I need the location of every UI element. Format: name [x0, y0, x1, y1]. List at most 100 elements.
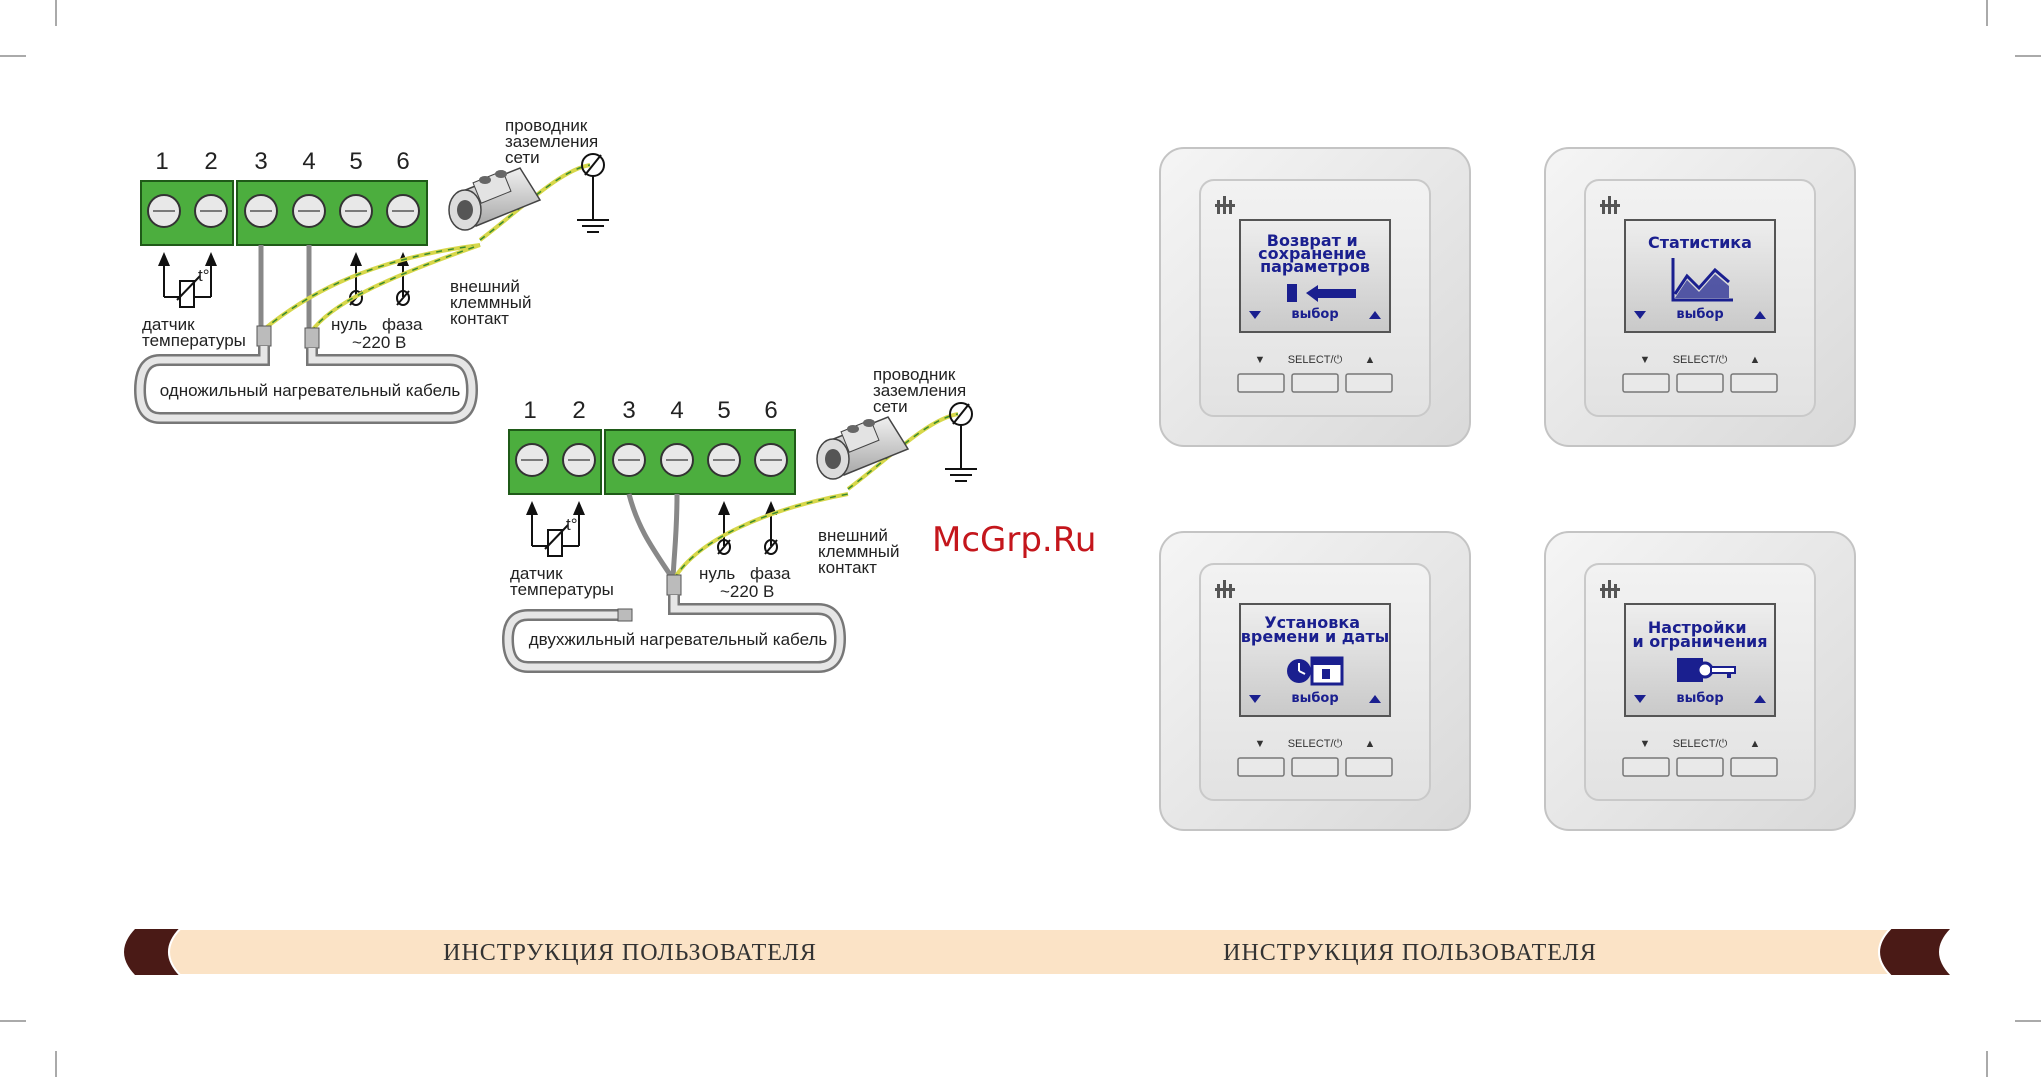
watermark: McGrp.Ru	[932, 520, 1096, 560]
external-contact-label-line: внешний	[450, 277, 520, 296]
screen-title: Статистика	[1648, 233, 1752, 252]
neutral-label: нуль	[331, 315, 367, 334]
screen-down-arrow	[1249, 695, 1261, 703]
terminal-number: 2	[572, 397, 585, 424]
screen-title-line: Установка	[1264, 613, 1360, 632]
down-button[interactable]	[1237, 373, 1285, 393]
t-symbol: t°	[566, 515, 578, 534]
up-button-label: ▲	[1750, 738, 1761, 750]
screen-title-line: Настройки	[1648, 618, 1747, 637]
ground-wire-label-line: сети	[873, 397, 908, 416]
down-button-label: ▼	[1255, 354, 1266, 366]
footer-band: ИНСТРУКЦИЯ ПОЛЬЗОВАТЕЛЯ ИНСТРУКЦИЯ ПОЛЬЗ…	[124, 928, 1950, 976]
cable-label: одножильный нагревательный кабель	[160, 381, 461, 400]
select-button-label: SELECT/⏻	[1673, 354, 1728, 366]
down-button[interactable]	[1622, 373, 1670, 393]
external-contact-label-line: контакт	[818, 558, 877, 577]
sensor-label: датчик температуры	[142, 315, 246, 350]
select-button-label: SELECT/⏻	[1288, 738, 1343, 750]
down-button-label: ▼	[1640, 354, 1651, 366]
up-button[interactable]	[1345, 373, 1393, 393]
ground-wire-label-line: проводник	[505, 116, 588, 135]
terminal-number: 1	[523, 397, 536, 424]
up-button-label: ▲	[1365, 738, 1376, 750]
select-button-label: SELECT/⏻	[1288, 354, 1343, 366]
screen-title-line: и ограничения	[1632, 632, 1767, 651]
terminal-number: 6	[764, 397, 777, 424]
exit-icon	[1287, 284, 1356, 302]
thermostat-device-3: Установка времени и даты выбор ▼ SELECT/…	[1159, 531, 1471, 831]
ground-icon	[945, 402, 977, 482]
ground-connector	[448, 167, 542, 231]
phase-label: фаза	[750, 564, 791, 583]
select-button[interactable]	[1291, 757, 1339, 777]
sensor-label-line: датчик	[142, 315, 195, 334]
heating-cable-wires	[626, 412, 959, 581]
up-button[interactable]	[1730, 373, 1778, 393]
ground-wire-label: проводник заземления сети	[505, 116, 603, 167]
cable-label: двухжильный нагревательный кабель	[529, 630, 828, 649]
clock-calendar-icon	[1287, 656, 1344, 686]
thermostat-device-2: Статистика выбор ▼ SELECT/⏻ ▲	[1544, 147, 1856, 447]
sensor-label-line: датчик	[510, 564, 563, 583]
screen-select-label: выбор	[1676, 691, 1723, 706]
neutral-label: нуль	[699, 564, 735, 583]
screen-select-label: выбор	[1291, 307, 1338, 322]
voltage-label: ~220 В	[352, 333, 406, 352]
screen-down-arrow	[1634, 311, 1646, 319]
screen-up-arrow	[1369, 695, 1381, 703]
select-button[interactable]	[1676, 373, 1724, 393]
terminal-numbers: 1 2 3 4 5 6	[155, 148, 409, 175]
terminal-number: 5	[349, 148, 362, 175]
sensor-label-line: температуры	[510, 580, 614, 599]
external-contact-label-line: внешний	[818, 526, 888, 545]
up-button-label: ▲	[1750, 354, 1761, 366]
key-icon	[1677, 658, 1736, 682]
screen-up-arrow	[1754, 311, 1766, 319]
screen-select-label: выбор	[1291, 691, 1338, 706]
up-button[interactable]	[1345, 757, 1393, 777]
terminal-number: 4	[670, 397, 683, 424]
cable-sleeve	[256, 325, 272, 347]
select-button-label: SELECT/⏻	[1673, 738, 1728, 750]
phase-label: фаза	[382, 315, 423, 334]
sensor-label: датчик температуры	[510, 564, 614, 599]
ground-wire-label-line: заземления	[873, 381, 966, 400]
voltage-label: ~220 В	[720, 582, 774, 601]
down-button[interactable]	[1622, 757, 1670, 777]
footer-title-left: ИНСТРУКЦИЯ ПОЛЬЗОВАТЕЛЯ	[443, 940, 817, 966]
sensor-label-line: температуры	[142, 331, 246, 350]
thermostat-device-4: Настройки и ограничения выбор ▼ SELECT/⏻…	[1544, 531, 1856, 831]
external-contact-label: внешний клеммный контакт	[450, 277, 536, 328]
select-button[interactable]	[1676, 757, 1724, 777]
wiring-diagram-twin-core: 1 2 3 4 5 6 t°	[501, 365, 977, 673]
thermostat-device-1: Возврат и сохранение параметров выбор ▼ …	[1159, 147, 1471, 447]
down-button[interactable]	[1237, 757, 1285, 777]
screen-title-line: времени и даты	[1241, 627, 1389, 646]
screen-title-line: сохранение	[1258, 244, 1366, 263]
wiring-diagram-single-core: 1 2 3 4 5 6 t°	[133, 116, 609, 424]
ground-wire-label-line: заземления	[505, 132, 598, 151]
screen-title-line: параметров	[1260, 257, 1370, 276]
select-button[interactable]	[1291, 373, 1339, 393]
brand-logo	[1215, 580, 1235, 598]
up-button[interactable]	[1730, 757, 1778, 777]
cable-sleeve	[304, 327, 320, 349]
cable-end-cap	[617, 608, 633, 622]
terminal-numbers: 1 2 3 4 5 6	[523, 397, 777, 424]
ground-connector	[816, 416, 910, 480]
screen-up-arrow	[1754, 695, 1766, 703]
screen-up-arrow	[1369, 311, 1381, 319]
external-contact-label: внешний клеммный контакт	[818, 526, 904, 577]
terminal-number: 2	[204, 148, 217, 175]
brand-logo	[1215, 196, 1235, 214]
down-button-label: ▼	[1640, 738, 1651, 750]
terminal-number: 5	[717, 397, 730, 424]
heating-cable-wires	[258, 163, 591, 335]
terminal-number: 1	[155, 148, 168, 175]
external-contact-label-line: клеммный	[450, 293, 531, 312]
terminal-number: 6	[396, 148, 409, 175]
screen-title-line: Возврат и	[1267, 231, 1358, 250]
